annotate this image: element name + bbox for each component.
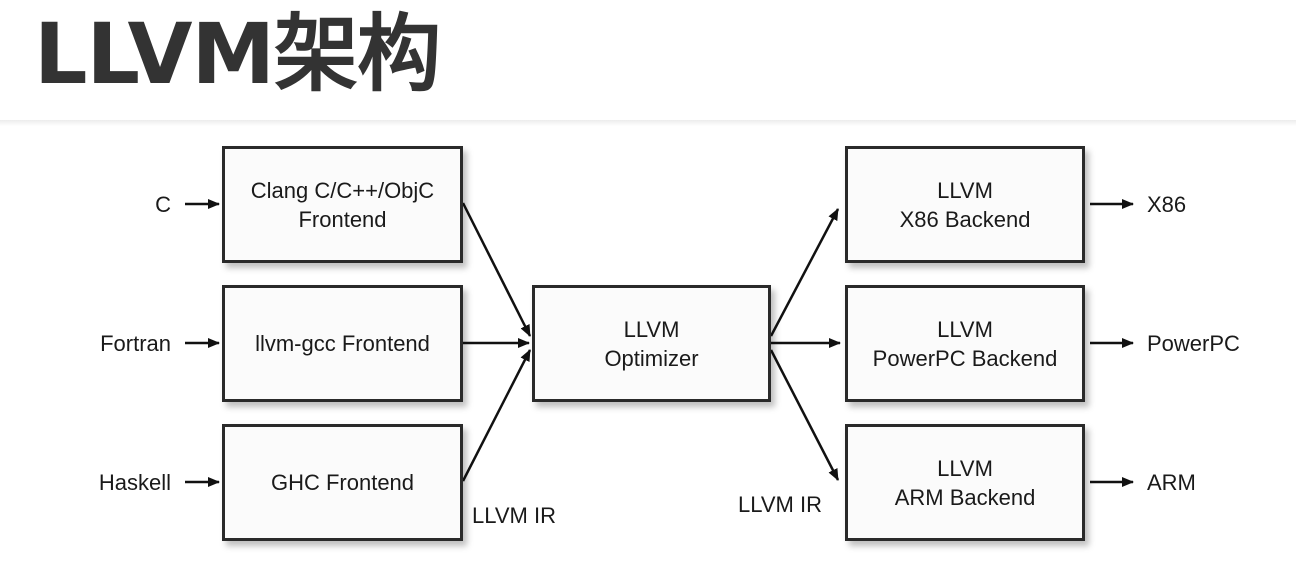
backend-box-x86: LLVM X86 Backend — [845, 146, 1085, 263]
ir-label-frontend: LLVM IR — [472, 503, 556, 528]
frontend-box-line1: Clang C/C++/ObjC — [250, 177, 435, 203]
backend-box-arm: LLVM ARM Backend — [845, 424, 1085, 541]
arrow-ghc-to-optimizer — [461, 349, 532, 482]
backend-box-line1: LLVM — [937, 455, 993, 481]
arrow-optimizer-to-x86 — [769, 208, 840, 337]
optimizer-box: LLVM Optimizer — [532, 285, 771, 402]
frontend-box-ghc: GHC Frontend — [222, 424, 463, 541]
backend-box-powerpc: LLVM PowerPC Backend — [845, 285, 1085, 402]
input-label-fortran: Fortran — [100, 331, 171, 356]
backend-box-line1: LLVM — [937, 177, 993, 203]
backend-box-line1: LLVM — [937, 316, 993, 342]
input-label-c: C — [155, 192, 171, 217]
frontend-box-line1: llvm-gcc Frontend — [255, 331, 430, 356]
backend-box-line2: PowerPC Backend — [872, 345, 1058, 371]
frontend-box-line1: GHC Frontend — [270, 470, 415, 495]
frontend-box-line2: Frontend — [298, 206, 387, 232]
header-divider — [0, 120, 1296, 126]
ir-label-backend: LLVM IR — [738, 492, 822, 517]
output-label-arm: ARM — [1147, 470, 1196, 495]
backend-box-line2: X86 Backend — [899, 206, 1031, 232]
page-title: LLVM架构 — [34, 5, 441, 103]
arrow-clang-to-optimizer — [461, 202, 532, 337]
frontend-box-llvm-gcc: llvm-gcc Frontend — [222, 285, 463, 402]
output-label-x86: X86 — [1147, 192, 1187, 217]
optimizer-box-line2: Optimizer — [604, 345, 699, 371]
optimizer-box-line1: LLVM — [623, 316, 680, 342]
arrow-optimizer-to-arm — [769, 349, 840, 481]
backend-box-line2: ARM Backend — [894, 484, 1036, 510]
input-label-haskell: Haskell — [98, 470, 171, 495]
frontend-box-clang: Clang C/C++/ObjC Frontend — [222, 146, 463, 263]
output-label-powerpc: PowerPC — [1147, 331, 1240, 356]
